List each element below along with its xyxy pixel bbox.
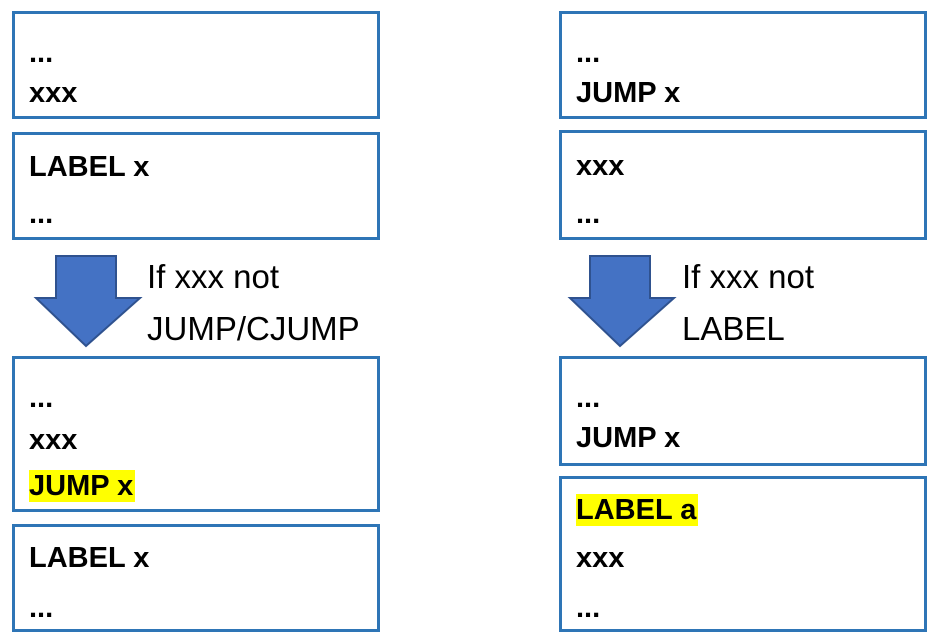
code-line: JUMP x [576, 422, 681, 454]
code-line: ... [576, 382, 601, 414]
left-after-block-1: ... xxx JUMP x [12, 356, 380, 512]
code-line: ... [29, 592, 54, 624]
code-line: ... [29, 198, 54, 230]
code-line: xxx [29, 424, 78, 456]
right-condition-line-1: If xxx not [682, 258, 815, 295]
code-line-highlighted: JUMP x [29, 469, 136, 503]
right-condition-line-2: LABEL [682, 310, 785, 347]
code-line: xxx [29, 77, 78, 109]
code-line: JUMP x [576, 77, 681, 109]
left-before-block-1: ... xxx [12, 11, 380, 119]
left-condition-line-2: JUMP/CJUMP [147, 310, 360, 347]
down-arrow-shape [33, 255, 143, 348]
right-before-block-2: xxx ... [559, 130, 927, 240]
code-line: ... [576, 198, 601, 230]
left-condition-line-1: If xxx not [147, 258, 280, 295]
left-after-block-2: LABEL x ... [12, 524, 380, 632]
code-line: ... [576, 37, 601, 69]
added-label-highlight: LABEL a [576, 494, 699, 526]
code-line: LABEL x [29, 151, 150, 183]
code-line: xxx [576, 542, 625, 574]
down-arrow-icon [567, 255, 677, 348]
left-before-block-2: LABEL x ... [12, 132, 380, 240]
right-after-block-2: LABEL a xxx ... [559, 476, 927, 632]
added-jump-highlight: JUMP x [29, 470, 136, 502]
code-line: xxx [576, 150, 625, 182]
down-arrow-icon [33, 255, 143, 348]
right-before-block-1: ... JUMP x [559, 11, 927, 119]
down-arrow-shape [567, 255, 677, 348]
code-line: LABEL x [29, 542, 150, 574]
right-after-block-1: ... JUMP x [559, 356, 927, 466]
code-line-highlighted: LABEL a [576, 493, 699, 527]
code-line: ... [576, 592, 601, 624]
code-line: ... [29, 37, 54, 69]
code-line: ... [29, 382, 54, 414]
